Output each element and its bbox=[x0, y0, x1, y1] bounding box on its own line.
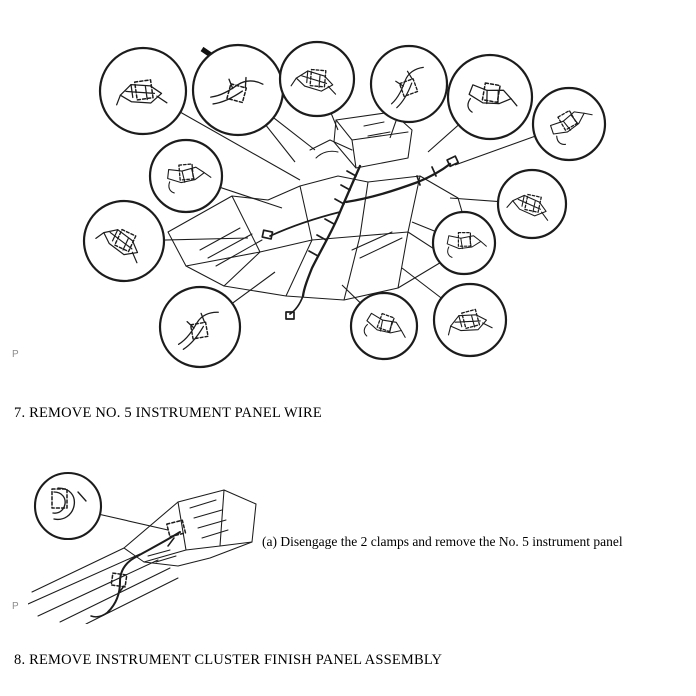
step-8-heading: 8. REMOVE INSTRUMENT CLUSTER FINISH PANE… bbox=[14, 652, 443, 668]
callout-bubble bbox=[369, 44, 449, 124]
callout-bubble bbox=[98, 46, 188, 136]
callout-bubbles bbox=[82, 40, 607, 369]
callout-bubble bbox=[158, 285, 242, 369]
main-figure: P bbox=[12, 40, 607, 369]
watermark-p: P bbox=[12, 349, 19, 360]
callout-bubble bbox=[349, 291, 419, 361]
callout-bubble bbox=[82, 199, 166, 283]
callout-bubble bbox=[496, 168, 568, 240]
callout-bubble bbox=[432, 282, 508, 358]
callout-bubble bbox=[148, 138, 224, 214]
step-7-heading: 7. REMOVE NO. 5 INSTRUMENT PANEL WIRE bbox=[14, 405, 322, 421]
watermark-p: P bbox=[12, 601, 19, 612]
callout-bubble bbox=[446, 53, 534, 141]
harness-assembly-drawing bbox=[167, 111, 469, 320]
callout-bubble bbox=[278, 40, 356, 118]
instrument-panel-wire-diagram bbox=[82, 40, 607, 369]
callout-bubble bbox=[431, 210, 497, 276]
step-7a-text: (a) Disengage the 2 clamps and remove th… bbox=[262, 534, 623, 549]
detail-figure: P bbox=[12, 462, 260, 624]
clamp-detail-diagram bbox=[28, 471, 257, 624]
callout-bubble bbox=[531, 86, 607, 162]
callout-bubble bbox=[33, 471, 103, 541]
callout-bubble bbox=[191, 43, 285, 137]
